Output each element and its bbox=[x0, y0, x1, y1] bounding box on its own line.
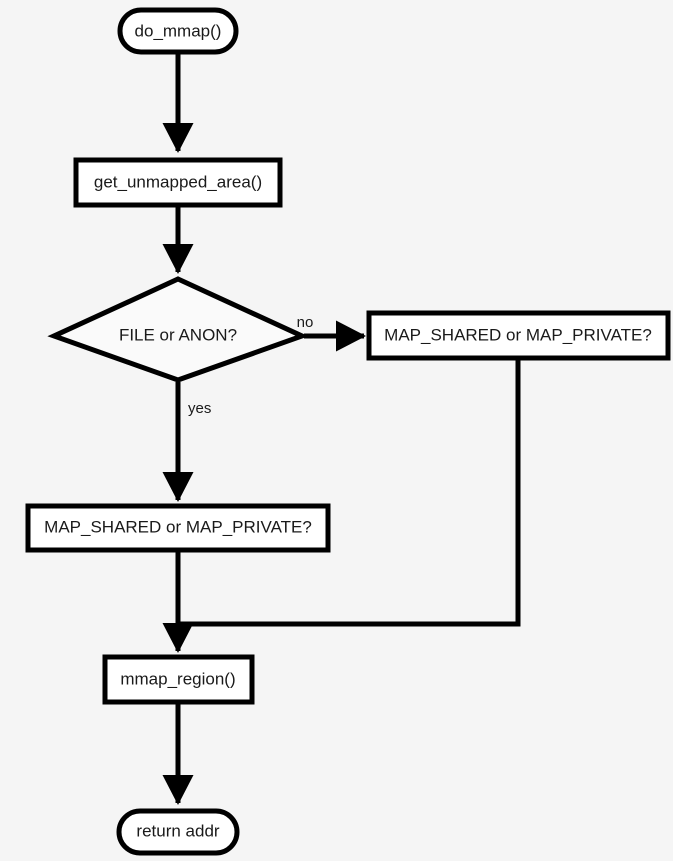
node-map-flags-left[interactable]: MAP_SHARED or MAP_PRIVATE? bbox=[25, 503, 331, 553]
node-start[interactable]: do_mmap() bbox=[117, 7, 239, 55]
edge-decision-to-map-flags-left: yes bbox=[162, 382, 211, 503]
stadium-shape bbox=[116, 808, 240, 856]
node-mmap-region-label: mmap_region() bbox=[120, 669, 235, 688]
edge-label-no: no bbox=[297, 314, 314, 331]
node-end-label: return addr bbox=[136, 821, 219, 840]
edge-decision-to-map-flags-right: no bbox=[297, 314, 367, 352]
node-get-unmapped-area[interactable]: get_unmapped_area() bbox=[73, 157, 283, 208]
node-map-flags-right-label: MAP_SHARED or MAP_PRIVATE? bbox=[384, 325, 652, 344]
node-start-label: do_mmap() bbox=[135, 21, 222, 40]
rectangle-shape bbox=[25, 503, 331, 553]
edge-label-yes: yes bbox=[188, 400, 211, 417]
node-map-flags-left-label: MAP_SHARED or MAP_PRIVATE? bbox=[44, 517, 312, 536]
edge-line bbox=[178, 359, 521, 627]
node-end[interactable]: return addr bbox=[116, 808, 240, 856]
stadium-shape bbox=[117, 7, 239, 55]
node-map-flags-right[interactable]: MAP_SHARED or MAP_PRIVATE? bbox=[366, 310, 671, 361]
diamond-shape bbox=[47, 276, 309, 383]
node-mmap-region[interactable]: mmap_region() bbox=[102, 654, 255, 705]
node-get-unmapped-area-label: get_unmapped_area() bbox=[94, 172, 262, 191]
rectangle-shape bbox=[73, 157, 283, 208]
node-decision-file-anon-label: FILE or ANON? bbox=[119, 325, 237, 344]
node-decision-file-anon[interactable]: FILE or ANON? bbox=[47, 276, 309, 383]
rectangle-shape bbox=[102, 654, 255, 705]
rectangle-shape bbox=[366, 310, 671, 361]
edge-map-flags-right-to-mmap-region bbox=[178, 359, 521, 627]
